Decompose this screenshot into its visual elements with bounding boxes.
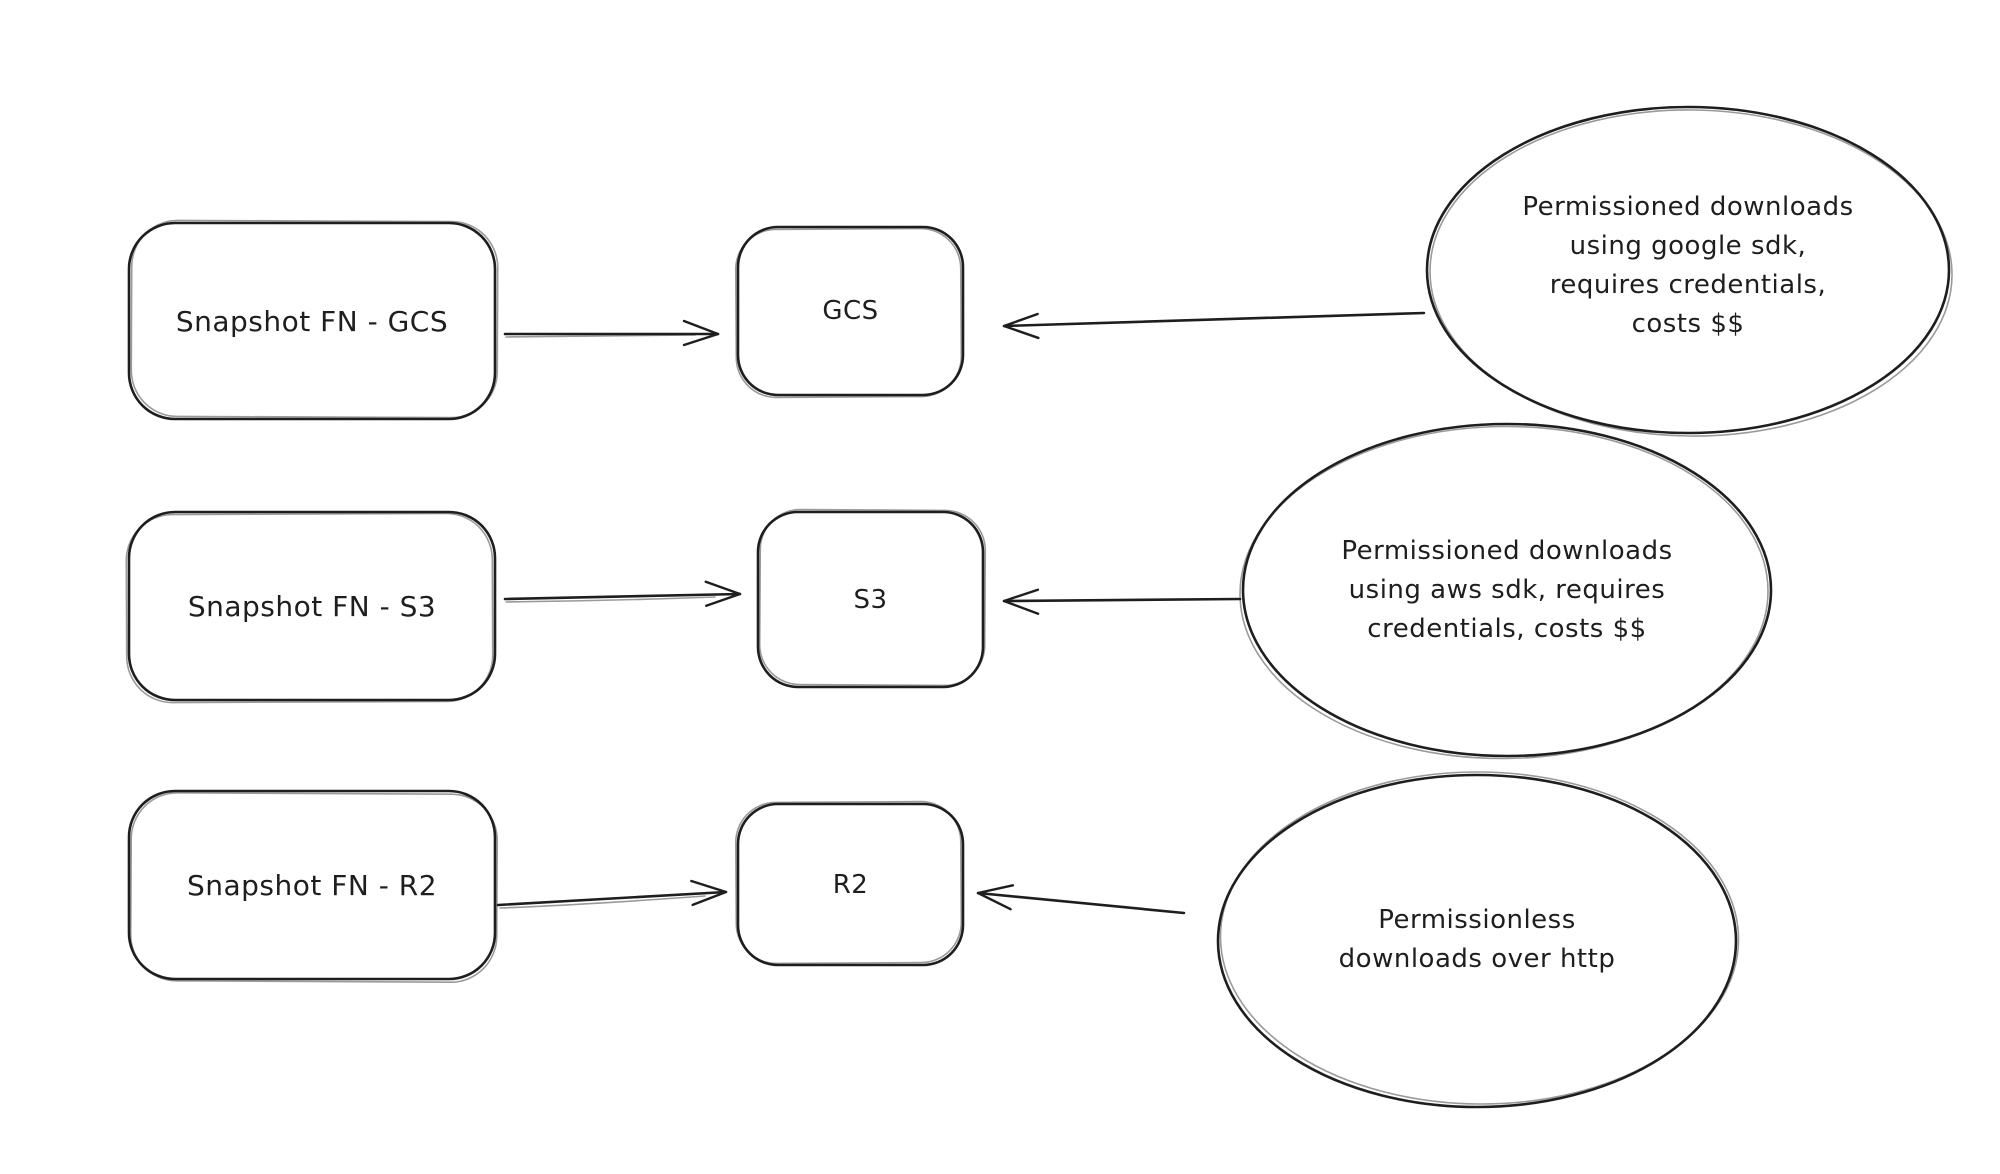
target-node-gcs-shape (736, 225, 965, 397)
sketch-echo (758, 508, 987, 687)
arrow-gcs-note-to-target (1002, 311, 1426, 340)
arrow-r2-source-to-target (496, 879, 728, 907)
note-ellipse-gcs-shape (1425, 105, 1951, 435)
arrow-r2-note-to-target (976, 884, 1186, 915)
sketch-echo (1237, 422, 1771, 763)
sketch-echo (499, 895, 706, 909)
source-node-gcs-shape (127, 221, 497, 421)
sketch-echo (734, 227, 963, 399)
source-node-s3-shape (127, 510, 497, 702)
source-node-r2-shape (127, 789, 497, 981)
target-node-s3-shape (756, 510, 985, 689)
sketch-echo (505, 334, 696, 338)
sketch-echo (734, 800, 963, 965)
sketch-echo (129, 791, 499, 984)
arrow-s3-note-to-target (1002, 588, 1242, 615)
sketch-echo (129, 218, 500, 420)
sketch-echo (124, 511, 495, 705)
arrow-s3-source-to-target (503, 580, 742, 607)
sketch-echo (505, 596, 716, 603)
target-node-r2-shape (736, 802, 965, 967)
note-ellipse-r2-shape (1216, 773, 1738, 1109)
note-ellipse-s3-shape (1241, 422, 1773, 758)
